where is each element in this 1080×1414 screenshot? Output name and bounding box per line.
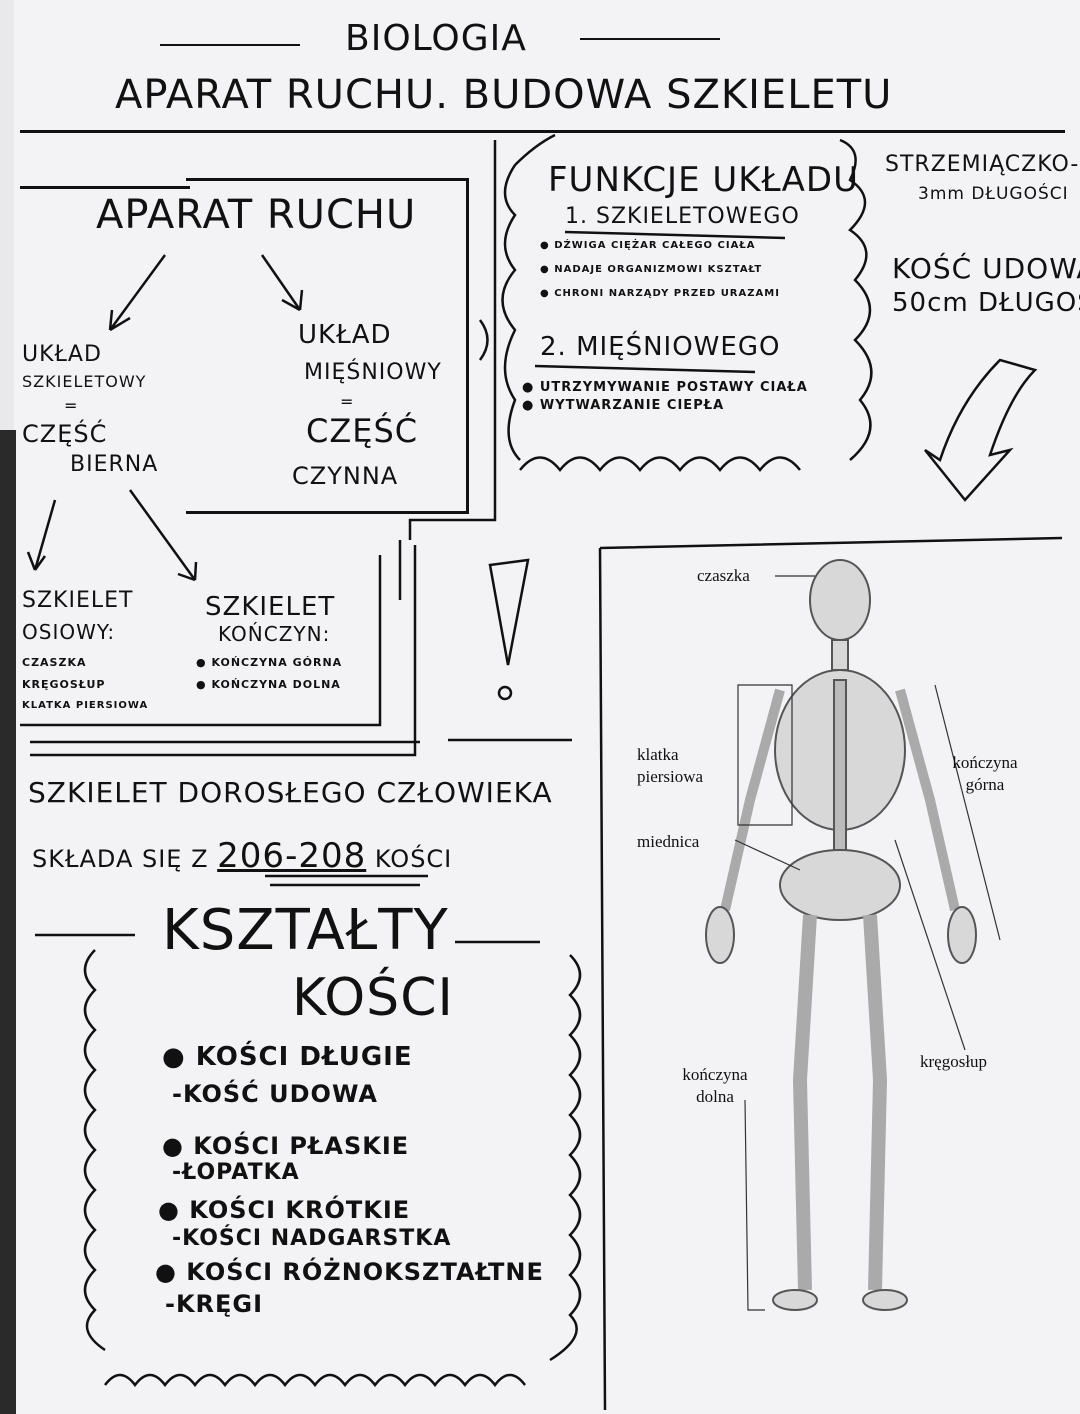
aparat-box <box>186 178 469 514</box>
big-arrow-icon <box>924 358 1038 502</box>
list-item: CZASZKA <box>22 656 87 669</box>
list-item: UTRZYMYWANIE POSTAWY CIAŁA <box>539 380 808 395</box>
arrow-right <box>260 254 304 312</box>
shape-example: -KOŚĆ UDOWA <box>172 1080 378 1108</box>
dorosly-statement: SZKIELET DOROSŁEGO CZŁOWIEKA <box>28 776 553 809</box>
equals: = <box>340 392 355 411</box>
exclamation-dot <box>497 685 513 701</box>
arrow-down-left <box>26 499 57 571</box>
fact-kosc-udowa: 50cm DŁUGOŚCI <box>892 288 1080 318</box>
wavy-bracket-left <box>83 949 106 1352</box>
spine <box>833 679 847 871</box>
dorosly-text: SKŁADA SIĘ Z <box>32 845 209 873</box>
equals: = <box>64 396 79 415</box>
label-leaders <box>734 575 1001 1311</box>
szkielet-osiowy-title: OSIOWY: <box>22 620 116 644</box>
fact-kosc-udowa: KOŚĆ UDOWA <box>892 252 1080 285</box>
uklad-miesniowy: UKŁAD <box>298 320 392 350</box>
divider <box>580 38 720 40</box>
czesc-bierna: BIERNA <box>70 452 159 477</box>
pelvis <box>779 849 901 921</box>
czesc-bierna: CZĘŚĆ <box>22 420 108 448</box>
underline <box>534 230 786 374</box>
list-item: KLATKA PIERSIOWA <box>22 700 149 711</box>
szkielet-konczyn-title: SZKIELET <box>205 592 336 622</box>
label-czaszka: czaszka <box>697 566 750 585</box>
list-item: NADAJE ORGANIZMOWI KSZTAŁT <box>554 264 763 275</box>
arms <box>720 688 960 912</box>
list-item: DŹWIGA CIĘŻAR CAŁEGO CIAŁA <box>554 240 756 251</box>
funkcje-title: FUNKCJE UKŁADU <box>548 160 859 200</box>
page-title: APARAT RUCHU. BUDOWA SZKIELETU <box>115 72 893 118</box>
label-klatka: klatka piersiowa <box>637 745 704 786</box>
wavy-bracket-right <box>549 954 582 1362</box>
exclamation-mark <box>488 558 530 666</box>
list-item: KRĘGOSŁUP <box>22 678 106 691</box>
foot <box>862 1289 908 1311</box>
shape-example: -KRĘGI <box>165 1290 264 1318</box>
foot <box>772 1289 818 1311</box>
label-kregoslup: kręgosłup <box>920 1052 988 1071</box>
label-konczyna-dolna: kończyna dolna <box>682 1065 748 1106</box>
hand <box>947 906 977 964</box>
divider <box>30 738 572 944</box>
dorosly-text: KOŚCI <box>374 845 453 873</box>
photo-edge <box>0 430 16 1414</box>
divider <box>20 186 190 189</box>
list-item: WYTWARZANIE CIEPŁA <box>539 398 725 413</box>
shape-type: KOŚCI RÓŻNOKSZTAŁTNE <box>186 1258 544 1286</box>
skull <box>809 559 871 641</box>
uklad-miesniowy: MIĘŚNIOWY <box>304 360 442 385</box>
label-miednica: miednica <box>637 832 700 851</box>
arrow-down-right <box>128 489 198 582</box>
shape-example: -KOŚCI NADGARSTKA <box>172 1226 452 1251</box>
skeleton-frame <box>598 536 1063 1411</box>
cloud-outline <box>478 133 873 472</box>
shape-example: -ŁOPATKA <box>172 1160 300 1185</box>
subject-title: BIOLOGIA <box>345 18 527 59</box>
neck <box>831 639 849 671</box>
bone-count: 206-208 <box>217 836 367 876</box>
aparat-title: APARAT RUCHU <box>96 192 417 238</box>
divider <box>160 44 300 46</box>
czesc-czynna: CZĘŚĆ <box>306 412 419 450</box>
fact-strzemiaczko: 3mm DŁUGOŚCI <box>918 184 1069 204</box>
header-rule <box>20 130 1065 133</box>
uklad-szkieletowy: SZKIELETOWY <box>22 372 147 391</box>
shape-type: KOŚCI PŁASKIE <box>193 1132 410 1160</box>
shape-type: KOŚCI DŁUGIE <box>195 1042 413 1072</box>
szkielet-konczyn-title: KOŃCZYN: <box>218 622 331 646</box>
list-item: KOŃCZYNA DOLNA <box>211 678 341 691</box>
szkielet-osiowy-title: SZKIELET <box>22 588 134 613</box>
hand <box>705 906 735 964</box>
funkcje-s1-heading: 1. SZKIELETOWEGO <box>565 204 800 229</box>
arrow-left <box>108 254 167 332</box>
czesc-czynna: CZYNNA <box>292 462 399 490</box>
shape-type: KOŚCI KRÓTKIE <box>189 1196 411 1224</box>
ksztalty-title: KSZTAŁTY <box>162 898 449 963</box>
list-item: KOŃCZYNA GÓRNA <box>211 656 343 669</box>
funkcje-s2-heading: 2. MIĘŚNIOWEGO <box>540 332 781 362</box>
skeleton-illustration <box>705 559 977 1311</box>
legs <box>792 914 888 1291</box>
uklad-szkieletowy: UKŁAD <box>22 342 102 367</box>
fact-strzemiaczko: STRZEMIĄCZKO- <box>885 152 1080 177</box>
label-konczyna-gorna: kończyna górna <box>952 753 1018 794</box>
list-item: CHRONI NARZĄDY PRZED URAZAMI <box>554 288 780 299</box>
box-lines <box>20 140 497 757</box>
ksztalty-title: KOŚCI <box>292 968 454 1028</box>
wavy-bottom <box>104 1373 526 1388</box>
